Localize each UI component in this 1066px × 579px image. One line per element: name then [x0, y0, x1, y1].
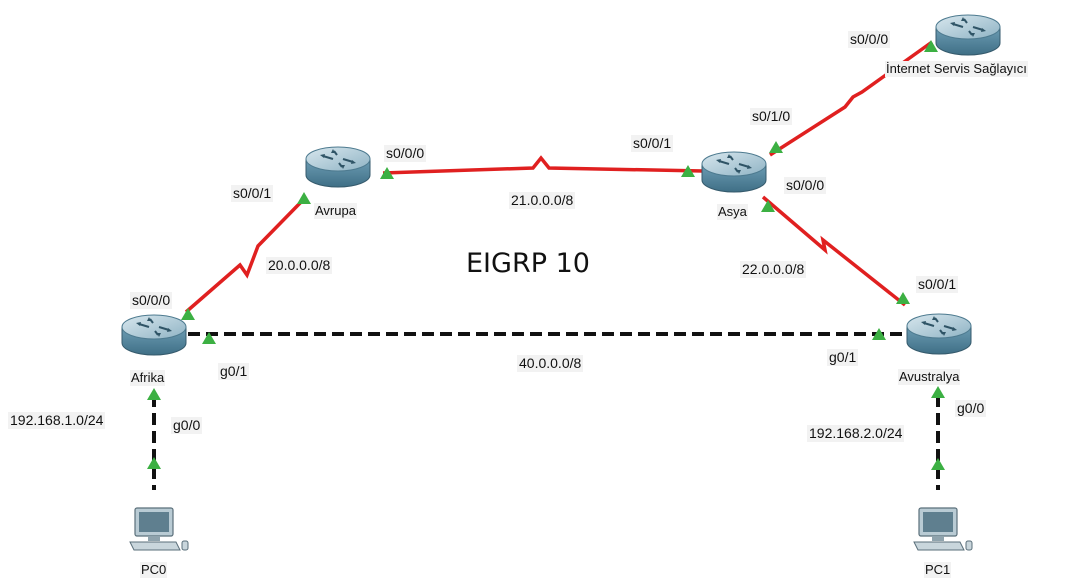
device-name-avustralya: Avustralya	[898, 369, 961, 385]
serial-link-asya-avustralya	[761, 195, 907, 307]
interface-label-avrupa-s001: s0/0/1	[231, 185, 274, 202]
interface-label-isp-s000: s0/0/0	[848, 31, 891, 48]
interface-label-avustralya-g01: g0/1	[827, 349, 859, 366]
network-label-afrika-avrupa: 20.0.0.0/8	[266, 257, 333, 274]
interface-label-asya-s001: s0/0/1	[631, 135, 674, 152]
network-label-avrupa-asya: 21.0.0.0/8	[509, 192, 576, 209]
network-label-lan-afrika: 192.168.1.0/24	[8, 412, 106, 429]
interface-label-afrika-s000: s0/0/0	[130, 292, 173, 309]
pc-icon-pc0	[129, 507, 189, 551]
device-name-isp: İnternet Servis Sağlayıcı	[885, 61, 1028, 77]
interface-label-afrika-g00: g0/0	[171, 417, 203, 434]
interface-label-avrupa-s000: s0/0/0	[384, 145, 427, 162]
network-label-afrika-avustralya: 40.0.0.0/8	[517, 355, 584, 372]
interface-label-asya-s000: s0/0/0	[784, 177, 827, 194]
router-icon-asya	[701, 151, 767, 193]
router-icon-avustralya	[906, 313, 972, 355]
serial-link-avrupa-asya	[382, 155, 704, 175]
interface-label-asya-s010: s0/1/0	[750, 108, 793, 125]
interface-label-afrika-g01: g0/1	[218, 363, 250, 380]
device-name-avrupa: Avrupa	[314, 203, 357, 219]
router-icon-afrika	[121, 314, 187, 356]
eigrp-title: EIGRP 10	[466, 248, 590, 279]
device-name-asya: Asya	[717, 204, 748, 220]
network-label-lan-avustralya: 192.168.2.0/24	[807, 425, 905, 442]
interface-label-avustralya-g00: g0/0	[955, 400, 987, 417]
device-name-afrika: Afrika	[130, 370, 166, 386]
router-icon-avrupa	[305, 146, 371, 188]
network-label-asya-avustralya: 22.0.0.0/8	[740, 261, 807, 278]
device-name-pc0: PC0	[140, 562, 168, 578]
serial-link-afrika-avrupa	[184, 198, 305, 314]
interface-label-avustralya-s001: s0/0/1	[916, 276, 959, 293]
router-icon-isp	[935, 14, 1001, 56]
serial-link-asya-isp	[769, 40, 934, 157]
pc-icon-pc1	[913, 507, 973, 551]
device-name-pc1: PC1	[924, 562, 952, 578]
